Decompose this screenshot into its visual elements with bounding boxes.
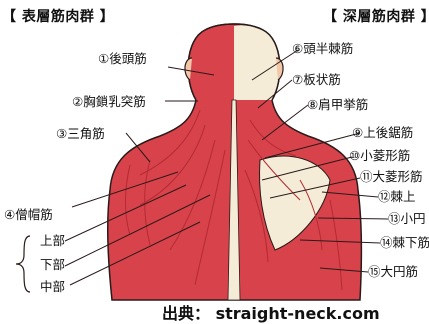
head-left <box>188 25 234 100</box>
label-splenius: ⑦板状筋 <box>292 73 341 87</box>
label-supraspinatus: ⑫棘上 <box>378 190 416 204</box>
deep-muscles-header: 【 深層筋肉群 】 <box>323 6 429 26</box>
label-trapezius-upper: 上部 <box>40 234 65 248</box>
label-teres-major: ⑮大円筋 <box>368 265 418 279</box>
label-teres-minor: ⑬小円 <box>388 212 426 226</box>
label-sternocleidomastoid: ②胸鎖乳突筋 <box>72 95 146 109</box>
source-credit: 出典： straight-neck.com <box>162 300 380 324</box>
label-trapezius: ④僧帽筋 <box>4 208 53 222</box>
label-rhomboid-minor: ⑩小菱形筋 <box>349 149 410 163</box>
label-deltoid: ③三角筋 <box>56 127 105 141</box>
label-rhomboid-major: ⑪大菱形筋 <box>360 170 423 184</box>
superficial-muscles-header: 【 表層筋肉群 】 <box>2 6 114 26</box>
label-trapezius-lower: 下部 <box>40 258 65 272</box>
trapezius-brace <box>16 236 30 292</box>
label-trapezius-middle: 中部 <box>40 280 65 294</box>
label-occipitalis: ①後頭筋 <box>98 52 147 66</box>
skull-right <box>234 25 280 100</box>
label-semispinalis-capitis: ⑥頭半棘筋 <box>292 42 353 56</box>
label-infraspinatus: ⑭棘下筋 <box>380 236 429 250</box>
label-serratus-posterior-superior: ⑨上後鋸筋 <box>352 126 413 140</box>
label-levator-scapulae: ⑧肩甲挙筋 <box>307 98 368 112</box>
